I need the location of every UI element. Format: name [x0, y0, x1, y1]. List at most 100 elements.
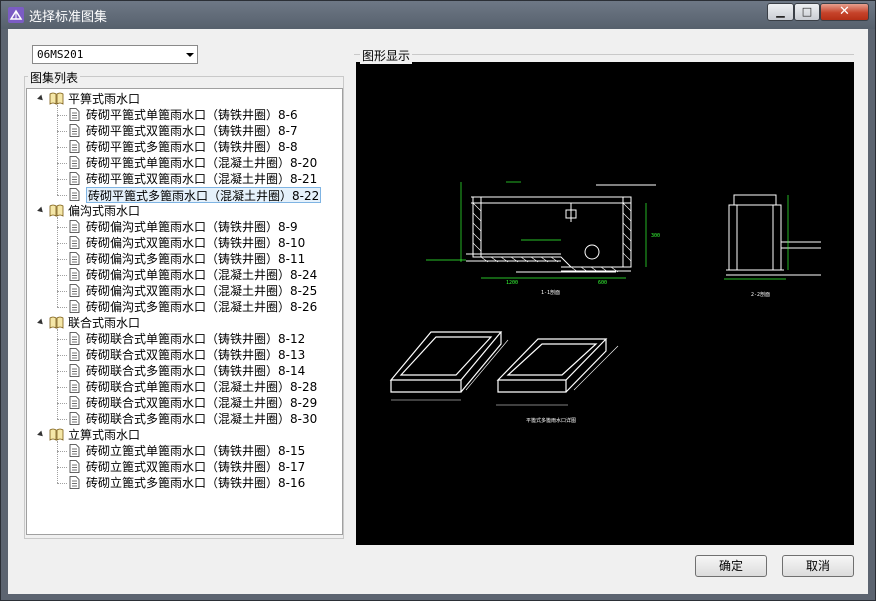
- tree-connector: [57, 217, 58, 307]
- tree-connector: [57, 131, 67, 132]
- window-title: 选择标准图集: [29, 10, 108, 25]
- tree-connector: [57, 467, 67, 468]
- book-icon: [49, 428, 64, 441]
- document-icon: [69, 284, 80, 297]
- tree-item[interactable]: 砖砌偏沟式双篦雨水口（混凝土井圈）8-25: [86, 284, 318, 298]
- tree-connector: [57, 115, 67, 116]
- document-icon: [69, 348, 80, 361]
- tree-item[interactable]: 砖砌立篦式单篦雨水口（铸铁井圈）8-15: [86, 444, 306, 458]
- tree-connector: [57, 259, 67, 260]
- tree-group-0[interactable]: 平箅式雨水口: [68, 92, 141, 106]
- tree-item[interactable]: 砖砌偏沟式多篦雨水口（铸铁井圈）8-11: [86, 252, 306, 266]
- tree-connector: [57, 371, 67, 372]
- document-icon: [69, 124, 80, 137]
- tree-group-3[interactable]: 立箅式雨水口: [68, 428, 141, 442]
- tree-item[interactable]: 砖砌平篦式双篦雨水口（铸铁井圈）8-7: [86, 124, 298, 138]
- atlas-select-value: 06MS201: [37, 48, 84, 61]
- document-icon: [69, 444, 80, 457]
- tree-group-2[interactable]: 联合式雨水口: [68, 316, 141, 330]
- close-button[interactable]: ✕: [820, 3, 869, 21]
- tree-connector: [57, 307, 67, 308]
- document-icon: [69, 108, 80, 121]
- tree-connector: [57, 419, 67, 420]
- atlas-list-label: 图集列表: [28, 69, 81, 86]
- dialog-body: 06MS201 图集列表 平箅式雨水口砖砌平篦式单篦雨水口（铸铁井圈）8-6 砖砌…: [8, 29, 868, 594]
- ok-button[interactable]: 确定: [695, 555, 767, 577]
- book-icon: [49, 316, 64, 329]
- tree-connector: [57, 243, 67, 244]
- app-icon: [8, 7, 24, 23]
- document-icon: [69, 396, 80, 409]
- document-icon: [69, 364, 80, 377]
- collapse-toggle-icon[interactable]: [37, 430, 45, 439]
- cancel-button[interactable]: 取消: [782, 555, 854, 577]
- tree-item[interactable]: 砖砌联合式单篦雨水口（混凝土井圈）8-28: [86, 380, 318, 394]
- tree-connector: [57, 339, 67, 340]
- book-icon: [49, 204, 64, 217]
- cad-drawing: 1200 600 300: [389, 181, 821, 424]
- tree-connector: [57, 163, 67, 164]
- title-bar[interactable]: 选择标准图集 ▁ □ ✕: [1, 1, 875, 29]
- document-icon: [69, 236, 80, 249]
- document-icon: [69, 220, 80, 233]
- document-icon: [69, 156, 80, 169]
- minimize-button[interactable]: ▁: [767, 3, 794, 21]
- document-icon: [69, 188, 80, 201]
- tree-item[interactable]: 砖砌偏沟式单篦雨水口（铸铁井圈）8-9: [86, 220, 298, 234]
- atlas-tree[interactable]: 平箅式雨水口砖砌平篦式单篦雨水口（铸铁井圈）8-6 砖砌平篦式双篦雨水口（铸铁井圈…: [26, 88, 343, 535]
- tree-item[interactable]: 砖砌联合式单篦雨水口（铸铁井圈）8-12: [86, 332, 306, 346]
- tree-item[interactable]: 砖砌联合式多篦雨水口（铸铁井圈）8-14: [86, 364, 306, 378]
- tree-item[interactable]: 砖砌平篦式多篦雨水口（铸铁井圈）8-8: [86, 140, 298, 154]
- tree-item[interactable]: 砖砌联合式双篦雨水口（混凝土井圈）8-29: [86, 396, 318, 410]
- plan-label: 平篦式多篦雨水口详图: [526, 417, 576, 424]
- tree-connector: [57, 195, 67, 196]
- document-icon: [69, 252, 80, 265]
- tree-item[interactable]: 砖砌平篦式多篦雨水口（混凝土井圈）8-22: [86, 187, 322, 203]
- preview-label: 图形显示: [360, 47, 413, 64]
- maximize-button[interactable]: □: [794, 3, 820, 21]
- atlas-select[interactable]: 06MS201: [32, 45, 198, 64]
- tree-item[interactable]: 砖砌联合式多篦雨水口（混凝土井圈）8-30: [86, 412, 318, 426]
- drawing-preview: 1200 600 300: [356, 62, 854, 545]
- tree-group-1[interactable]: 偏沟式雨水口: [68, 204, 141, 218]
- tree-item[interactable]: 砖砌偏沟式单篦雨水口（混凝土井圈）8-24: [86, 268, 318, 282]
- chevron-down-icon[interactable]: [186, 53, 194, 57]
- tree-item[interactable]: 砖砌立篦式多篦雨水口（铸铁井圈）8-16: [86, 476, 306, 490]
- dim-label-a: 1200: [506, 280, 518, 286]
- document-icon: [69, 332, 80, 345]
- tree-item[interactable]: 砖砌偏沟式多篦雨水口（混凝土井圈）8-26: [86, 300, 318, 314]
- close-icon: ✕: [839, 4, 850, 19]
- collapse-toggle-icon[interactable]: [37, 318, 45, 327]
- document-icon: [69, 300, 80, 313]
- section-1-label: 1-1剖面: [541, 289, 560, 296]
- tree-item[interactable]: 砖砌联合式双篦雨水口（铸铁井圈）8-13: [86, 348, 306, 362]
- section-2-label: 2-2剖面: [751, 291, 770, 298]
- document-icon: [69, 268, 80, 281]
- dim-label-b: 600: [598, 280, 607, 286]
- document-icon: [69, 476, 80, 489]
- tree-connector: [57, 179, 67, 180]
- collapse-toggle-icon[interactable]: [37, 206, 45, 215]
- tree-connector: [57, 291, 67, 292]
- book-icon: [49, 92, 64, 105]
- document-icon: [69, 140, 80, 153]
- tree-connector: [57, 147, 67, 148]
- tree-item[interactable]: 砖砌偏沟式双篦雨水口（铸铁井圈）8-10: [86, 236, 306, 250]
- tree-connector: [57, 227, 67, 228]
- preview-group: [354, 54, 854, 546]
- tree-connector: [57, 483, 67, 484]
- collapse-toggle-icon[interactable]: [37, 94, 45, 103]
- tree-connector: [57, 275, 67, 276]
- tree-item[interactable]: 砖砌平篦式双篦雨水口（混凝土井圈）8-21: [86, 172, 318, 186]
- minimize-icon: ▁: [776, 5, 785, 18]
- document-icon: [69, 172, 80, 185]
- document-icon: [69, 460, 80, 473]
- tree-connector: [57, 403, 67, 404]
- maximize-icon: □: [801, 5, 813, 18]
- dim-label-c: 300: [651, 233, 660, 239]
- tree-item[interactable]: 砖砌平篦式单篦雨水口（混凝土井圈）8-20: [86, 156, 318, 170]
- tree-item[interactable]: 砖砌平篦式单篦雨水口（铸铁井圈）8-6: [86, 108, 298, 122]
- tree-connector: [57, 387, 67, 388]
- tree-item[interactable]: 砖砌立篦式双篦雨水口（铸铁井圈）8-17: [86, 460, 306, 474]
